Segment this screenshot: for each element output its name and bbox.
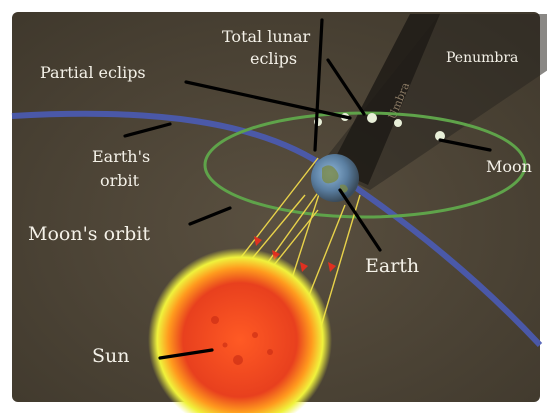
partial-eclipse-label: Partial eclips: [40, 63, 146, 82]
umbra-shadow: [330, 14, 440, 185]
pointer-lines: [123, 18, 492, 360]
earth-land: [322, 165, 348, 193]
earths-orbit-label-line1: Earth's: [92, 147, 150, 166]
total-lunar-label-line1: Total lunar: [222, 27, 311, 46]
penumbra-label: Penumbra: [446, 50, 518, 66]
sun-spots: [211, 316, 273, 365]
sun-label: Sun: [92, 345, 130, 367]
moons-orbit-label: Moon's orbit: [28, 223, 150, 245]
sun-glow: [148, 248, 332, 413]
total-lunar-label-line2: eclips: [250, 49, 297, 68]
moon-label: Moon: [486, 157, 532, 176]
earths-orbit-label-line2: orbit: [100, 171, 140, 190]
earth-label: Earth: [365, 255, 419, 277]
